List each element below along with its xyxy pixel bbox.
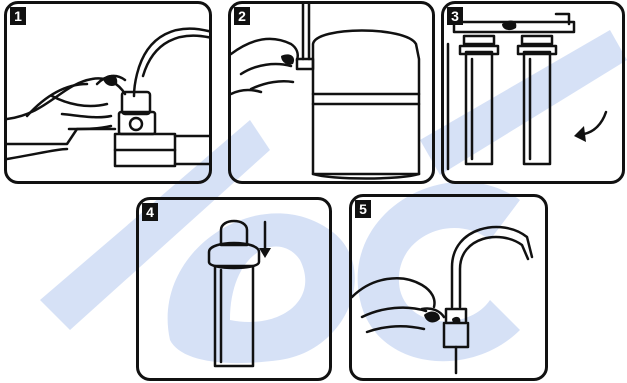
filter-housings-icon bbox=[444, 4, 622, 181]
step-4-panel: 4 bbox=[136, 197, 332, 381]
step-3-panel: 3 bbox=[441, 1, 625, 184]
step-number: 2 bbox=[234, 7, 250, 25]
tank-valve-icon bbox=[231, 4, 432, 181]
step-number: 1 bbox=[10, 7, 26, 25]
step-number: 3 bbox=[447, 7, 463, 25]
step-number: 4 bbox=[142, 203, 158, 221]
hand-fitting-valve-icon bbox=[7, 4, 209, 181]
step-1-panel: 1 bbox=[4, 1, 212, 184]
step-2-panel: 2 bbox=[228, 1, 435, 184]
filter-cartridge-icon bbox=[139, 200, 329, 378]
step-5-panel: 5 bbox=[349, 194, 548, 381]
faucet-icon bbox=[352, 197, 545, 378]
step-number: 5 bbox=[355, 200, 371, 218]
